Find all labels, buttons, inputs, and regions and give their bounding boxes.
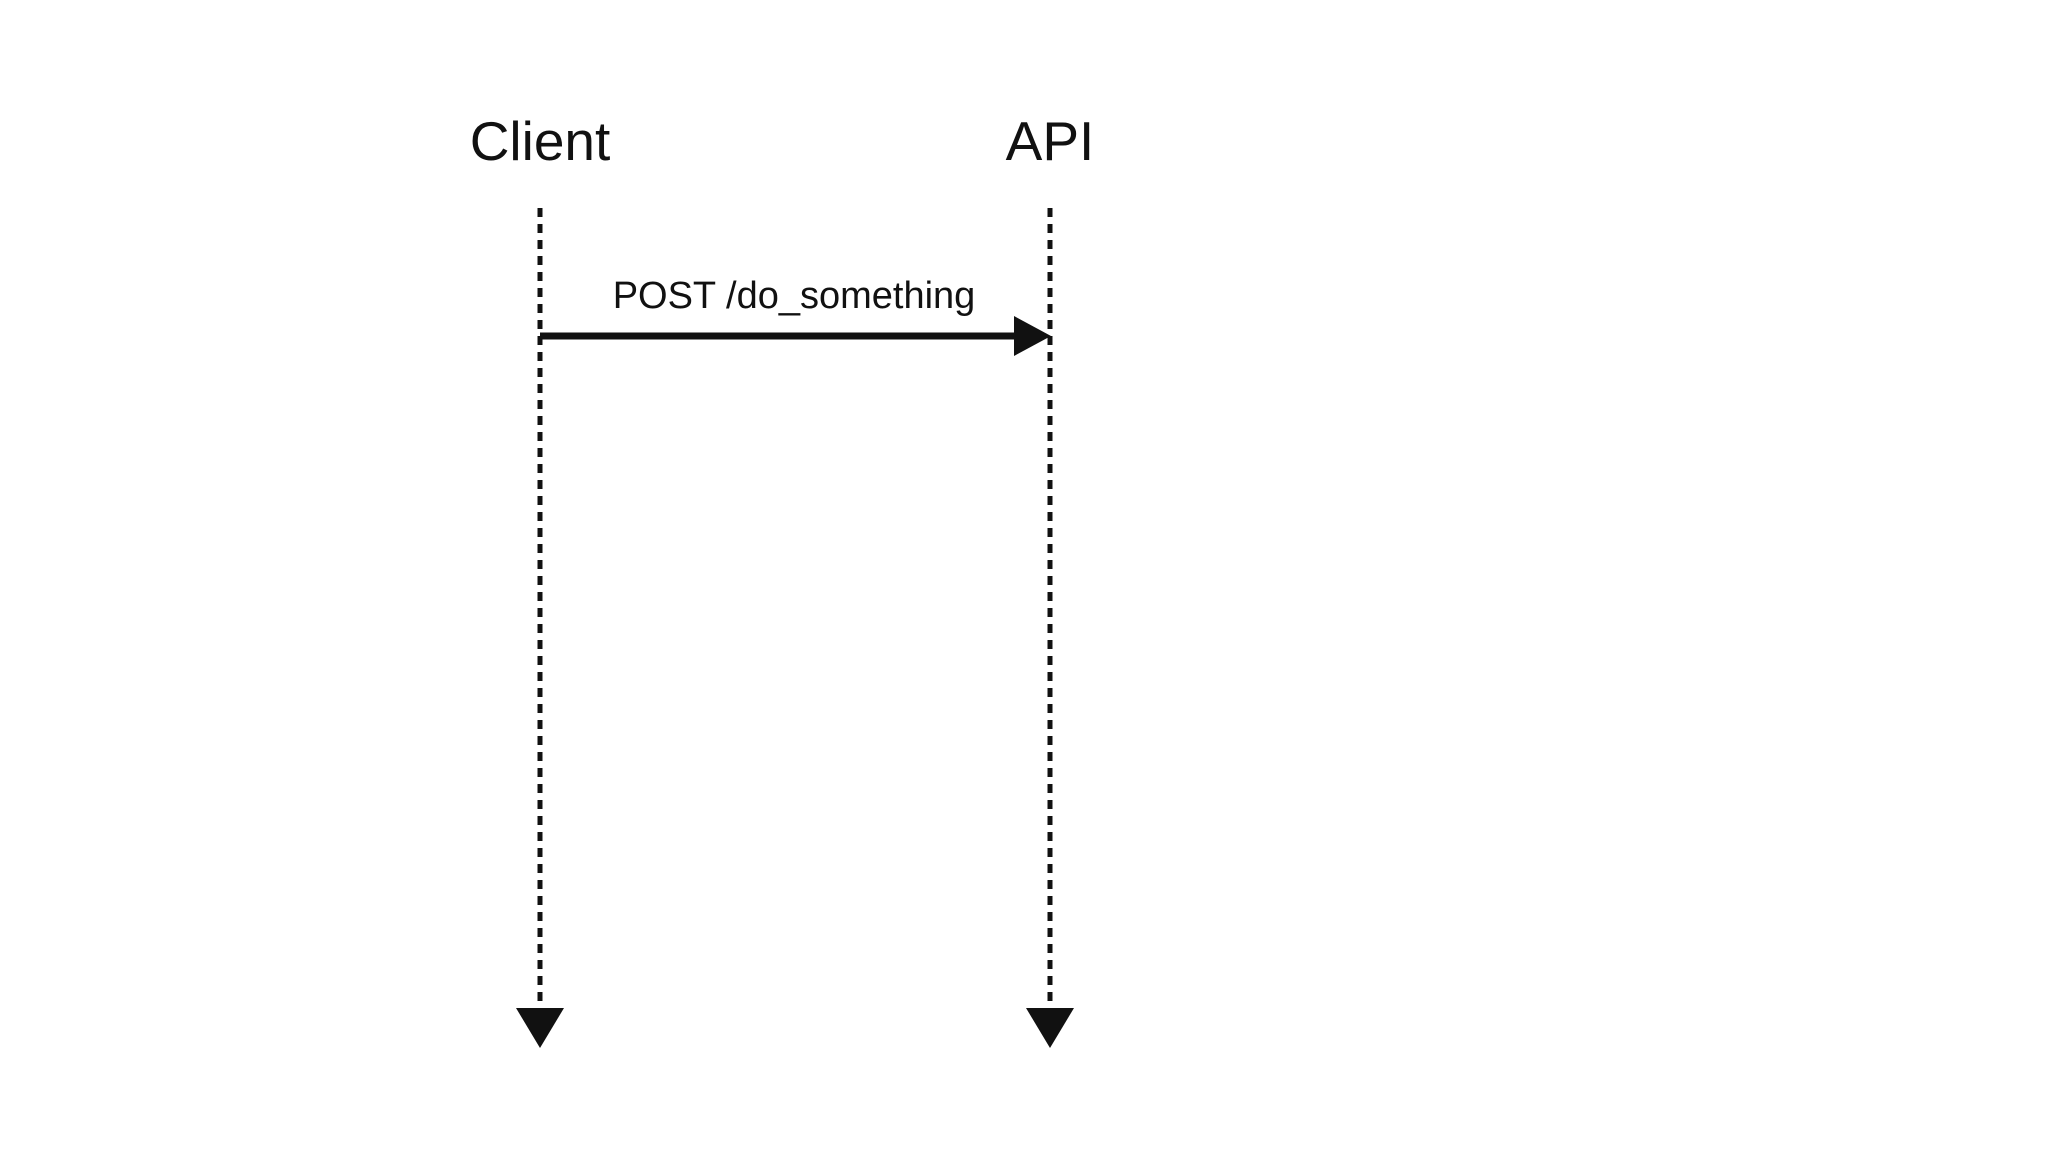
participant-api[interactable]: API — [1006, 110, 1095, 1048]
lifeline-terminator-arrowhead-client — [516, 1008, 564, 1048]
participant-label-client: Client — [470, 110, 611, 172]
message-label-post-do-something: POST /do_something — [613, 275, 976, 317]
message-client-to-api[interactable]: POST /do_something — [540, 275, 1051, 356]
participant-label-api: API — [1006, 110, 1095, 172]
participant-client[interactable]: Client — [470, 110, 611, 1048]
lifeline-terminator-arrowhead-api — [1026, 1008, 1074, 1048]
message-arrowhead-icon — [1014, 316, 1051, 356]
